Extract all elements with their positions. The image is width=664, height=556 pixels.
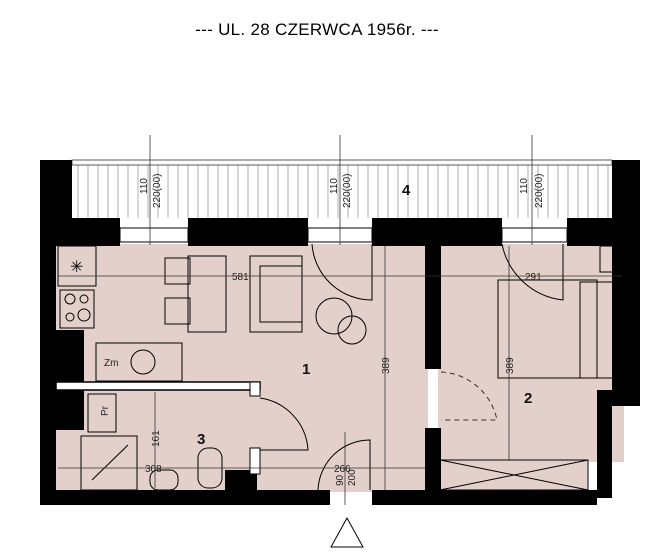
room-2-closet: [438, 458, 588, 494]
dim-220: 220(00): [152, 174, 163, 208]
room-2-label: 2: [524, 390, 532, 407]
fridge-star-icon: ✳: [70, 259, 83, 276]
dim-291: 291: [525, 272, 542, 283]
pr-label: Pr: [100, 405, 111, 416]
dim-389-a: 389: [381, 357, 392, 374]
dim-266: 266: [334, 464, 351, 475]
zm-label: Zm: [104, 358, 118, 369]
entrance-arrow-icon: [330, 516, 364, 548]
dim-389-b: 389: [505, 357, 516, 374]
dim-110: 110: [139, 178, 150, 194]
dim-200: 200: [347, 469, 358, 486]
windows: [119, 227, 568, 243]
address-title: --- UL. 28 CZERWCA 1956r. ---: [195, 20, 439, 39]
dim-161: 161: [151, 430, 162, 447]
room-3-label: 3: [197, 431, 205, 448]
dim-110: 110: [519, 178, 530, 194]
dim-110: 110: [329, 178, 340, 194]
walls: [40, 160, 640, 505]
dim-308: 308: [145, 464, 162, 475]
dim-220: 220(00): [342, 174, 353, 208]
dim-90: 90: [335, 474, 346, 486]
room-1-label: 1: [302, 361, 310, 378]
dim-220: 220(00): [534, 174, 545, 208]
furniture: [57, 245, 626, 491]
dim-581: 581: [232, 272, 249, 283]
room-4-label: 4: [402, 182, 411, 199]
balcony-railing: [77, 165, 609, 218]
